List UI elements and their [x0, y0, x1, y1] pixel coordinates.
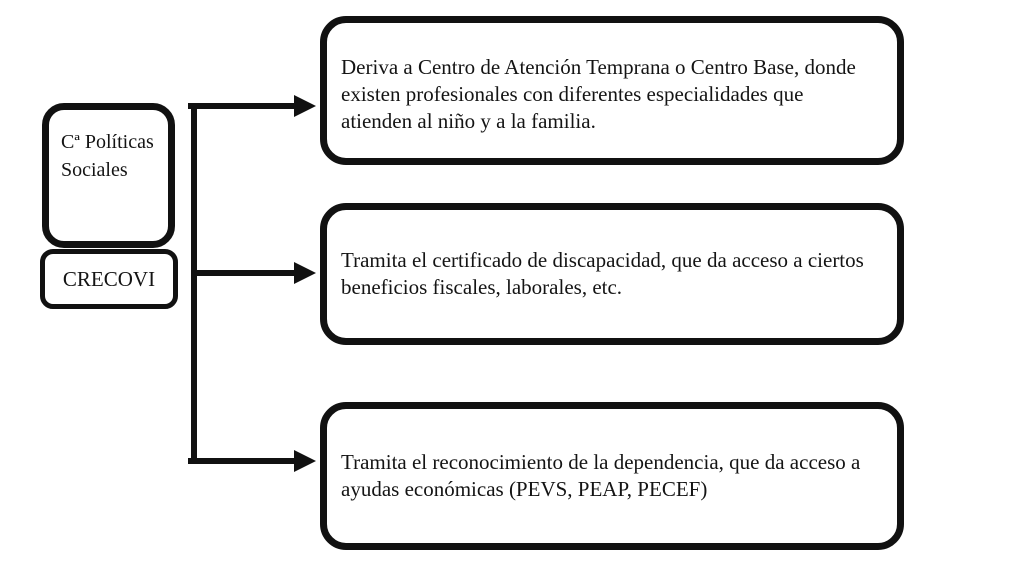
- department-box-label: Cª Políticas Sociales: [61, 131, 154, 181]
- connector-line-to-box-1: [188, 103, 295, 109]
- outcome-box-reconocimiento-dependencia-text: Tramita el reconocimiento de la dependen…: [341, 450, 861, 501]
- outcome-box-reconocimiento-dependencia: Tramita el reconocimiento de la dependen…: [320, 402, 904, 550]
- outcome-box-derivacion: Deriva a Centro de Atención Temprana o C…: [320, 16, 904, 165]
- outcome-box-certificado-discapacidad-text: Tramita el certificado de discapacidad, …: [341, 248, 864, 299]
- agency-box: CRECOVI: [40, 249, 178, 309]
- arrowhead-icon: [294, 262, 316, 284]
- department-box: Cª Políticas Sociales: [42, 103, 175, 248]
- connector-line-to-box-3: [188, 458, 295, 464]
- arrowhead-icon: [294, 450, 316, 472]
- outcome-box-certificado-discapacidad: Tramita el certificado de discapacidad, …: [320, 203, 904, 345]
- agency-box-label: CRECOVI: [62, 266, 156, 291]
- arrowhead-icon: [294, 95, 316, 117]
- connector-line-to-box-2: [191, 270, 295, 276]
- outcome-box-derivacion-text: Deriva a Centro de Atención Temprana o C…: [341, 55, 856, 133]
- connector-trunk-line: [191, 103, 197, 464]
